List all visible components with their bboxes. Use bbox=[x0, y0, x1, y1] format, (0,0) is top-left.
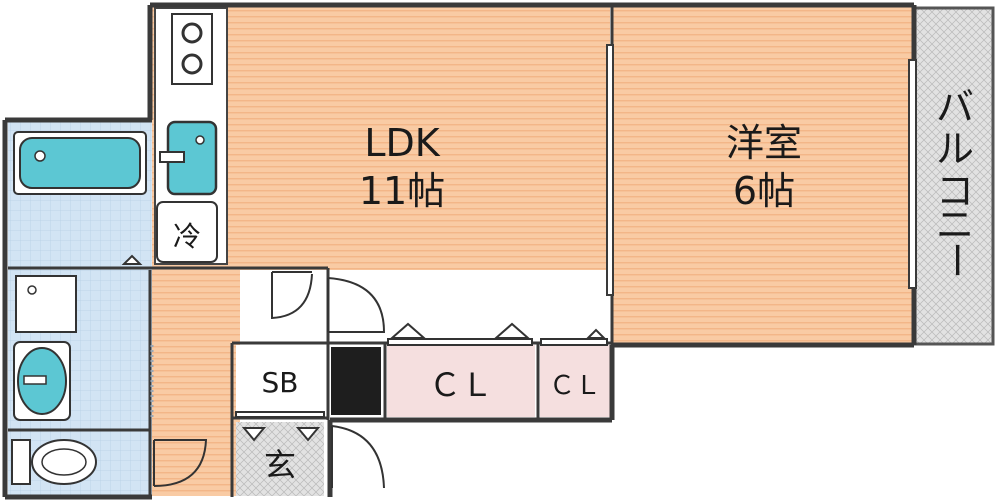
closet-small-floor bbox=[540, 345, 610, 417]
washing-machine-icon bbox=[15, 275, 77, 333]
balcony-label-char: バ bbox=[936, 85, 974, 129]
balcony-label-char: ル bbox=[936, 127, 974, 171]
shoe-box bbox=[331, 347, 381, 415]
balcony-label-char: ー bbox=[934, 241, 978, 279]
entrance-label: 玄 bbox=[264, 446, 296, 484]
ldk-label: LDK bbox=[364, 121, 440, 165]
toilet-icon bbox=[11, 439, 97, 485]
kitchen-sink-icon bbox=[159, 120, 218, 196]
closet-main-floor bbox=[387, 345, 535, 417]
fridge-label: 冷 bbox=[173, 220, 201, 253]
hall-floor bbox=[150, 268, 240, 496]
doors bbox=[153, 271, 386, 489]
western-room-size-label: 6帖 bbox=[733, 169, 795, 213]
stove-icon bbox=[171, 13, 213, 85]
closet-rails bbox=[235, 338, 608, 418]
ldk-size-label: 11帖 bbox=[359, 169, 445, 213]
western-room-label: 洋室 bbox=[726, 121, 802, 165]
balcony-label-char: ニ bbox=[936, 203, 974, 247]
balcony-floor bbox=[913, 6, 995, 346]
balcony-window bbox=[908, 59, 917, 289]
closet-main-label: ＣＬ bbox=[429, 366, 493, 404]
balcony-label: バ ル コ ニ ー bbox=[934, 85, 978, 279]
washbasin-icon bbox=[13, 341, 71, 421]
western-room-floor bbox=[612, 5, 914, 345]
storage-sb-floor bbox=[236, 345, 324, 413]
bathtub-icon bbox=[13, 131, 147, 195]
sliding-door bbox=[606, 44, 614, 296]
storage-sb-label: SB bbox=[262, 366, 299, 399]
fridge-icon bbox=[156, 201, 218, 263]
closet-small-label: ＣＬ bbox=[549, 371, 601, 401]
balcony-label-char: コ bbox=[936, 169, 974, 213]
